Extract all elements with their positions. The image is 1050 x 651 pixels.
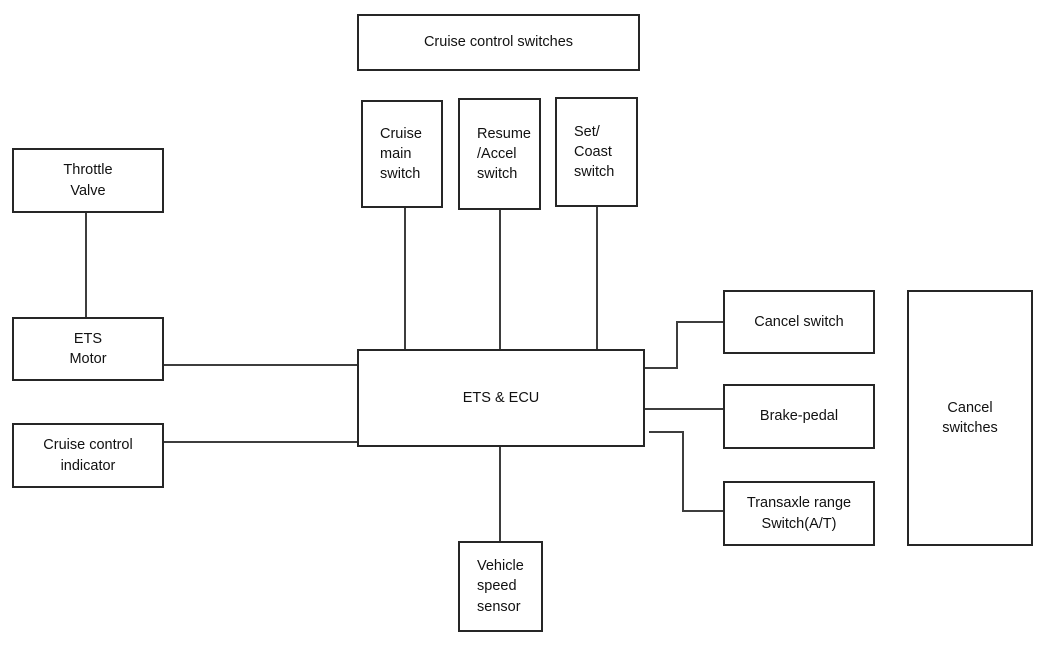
node-resume-accel-switch: Resume /Accel switch [458,98,541,210]
node-cancel-switch: Cancel switch [723,290,875,354]
node-cruise-control-indicator: Cruise control indicator [12,423,164,488]
node-ets-motor: ETS Motor [12,317,164,381]
label-cruise-control-indicator: Cruise control indicator [43,437,133,474]
connector-ets-ecu-to-transaxle-range-switch [649,431,723,512]
label-cancel-switches: Cancel switches [942,399,998,436]
node-vehicle-speed-sensor: Vehicle speed sensor [458,541,543,632]
label-brake-pedal: Brake-pedal [759,408,839,425]
label-transaxle-range-switch: Transaxle range Switch(A/T) [746,495,852,532]
node-brake-pedal: Brake-pedal [723,384,875,449]
connector-ets-ecu-to-cancel-switch [644,321,723,369]
node-cruise-control-switches: Cruise control switches [357,14,640,71]
label-ets-motor: ETS Motor [69,330,107,367]
label-vehicle-speed-sensor: Vehicle speed sensor [477,558,524,615]
node-cruise-main-switch: Cruise main switch [361,100,443,208]
label-resume-accel-switch: Resume /Accel switch [477,125,531,183]
label-set-coast-switch: Set/ Coast switch [574,123,615,181]
label-throttle-valve: Throttle Valve [63,162,113,199]
node-throttle-valve: Throttle Valve [12,148,164,213]
node-ets-ecu: ETS & ECU [357,349,645,447]
node-transaxle-range-switch: Transaxle range Switch(A/T) [723,481,875,546]
label-cruise-main-switch: Cruise main switch [380,125,422,183]
label-cancel-switch: Cancel switch [754,313,844,330]
label-cruise-control-switches: Cruise control switches [423,34,574,51]
node-set-coast-switch: Set/ Coast switch [555,97,638,207]
node-cancel-switches: Cancel switches [907,290,1033,546]
label-ets-ecu: ETS & ECU [462,389,540,406]
